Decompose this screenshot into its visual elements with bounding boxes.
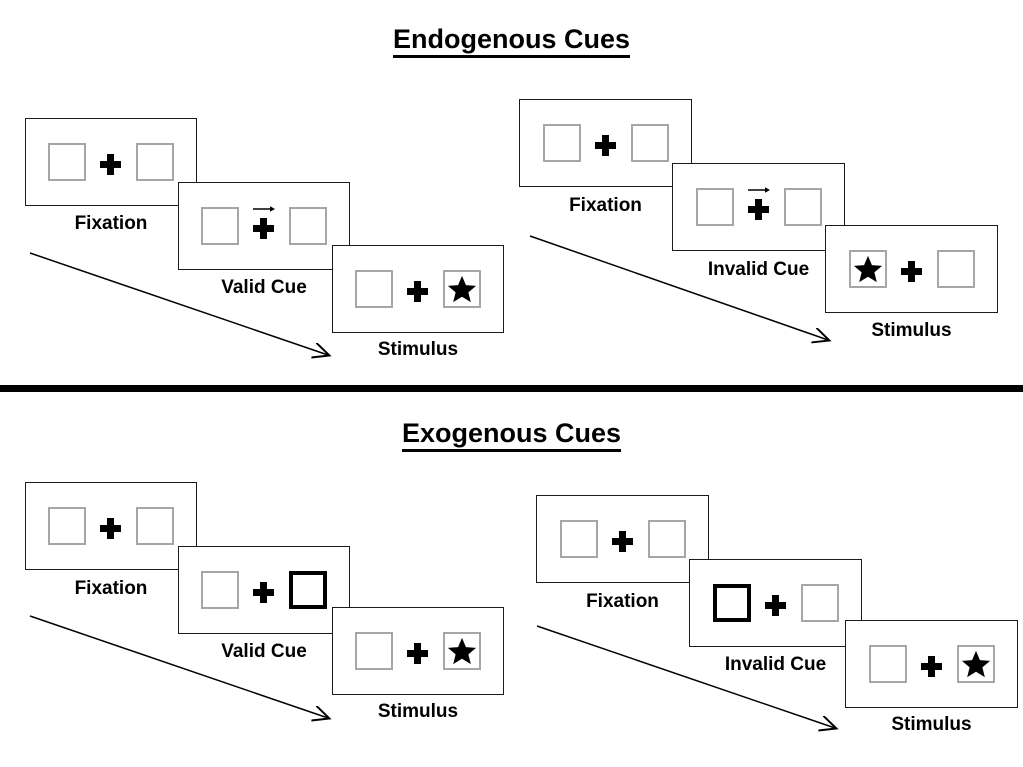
placeholder-box-left xyxy=(868,645,907,683)
section-title-exogenous-text: Exogenous Cues xyxy=(401,418,622,452)
screen-label-endogenous-valid-cue: Valid Cue xyxy=(221,277,307,298)
right-arrow-icon xyxy=(747,187,770,193)
plus-icon xyxy=(747,187,770,222)
target-box-right xyxy=(956,645,995,683)
screen-label-exogenous-valid-fixation: Fixation xyxy=(74,578,148,599)
star-icon xyxy=(447,275,477,303)
plus-icon xyxy=(253,206,275,241)
screen-exogenous-invalid-fixation xyxy=(536,495,709,583)
screen-label-endogenous-valid-stimulus: Stimulus xyxy=(377,339,459,360)
placeholder-box-left xyxy=(48,507,86,545)
section-divider xyxy=(0,385,1023,392)
screen-exogenous-valid-cue xyxy=(178,546,350,634)
screen-content xyxy=(537,496,708,582)
placeholder-box-right xyxy=(136,507,174,545)
placeholder-box-left xyxy=(542,124,581,162)
placeholder-box-left xyxy=(355,270,393,308)
screen-content xyxy=(26,119,196,205)
target-box-right xyxy=(443,632,481,670)
placeholder-box-left xyxy=(201,207,239,245)
screen-endogenous-valid-cue xyxy=(178,182,350,270)
plus-icon xyxy=(764,588,787,618)
plus-icon xyxy=(407,274,429,304)
placeholder-box-right xyxy=(289,207,327,245)
placeholder-box-right xyxy=(783,188,822,226)
plus-icon xyxy=(253,575,275,605)
target-box-right xyxy=(443,270,481,308)
screen-endogenous-invalid-fixation xyxy=(519,99,692,187)
placeholder-box-left xyxy=(695,188,734,226)
time-flow-arrow-endogenous-valid xyxy=(29,252,358,370)
screen-exogenous-valid-stimulus xyxy=(332,607,504,695)
screen-label-exogenous-valid-cue: Valid Cue xyxy=(221,641,307,662)
plus-icon xyxy=(407,636,429,666)
screen-label-exogenous-invalid-cue: Invalid Cue xyxy=(724,654,827,675)
screen-content xyxy=(179,547,349,633)
screen-exogenous-invalid-stimulus xyxy=(845,620,1018,708)
screen-exogenous-valid-fixation xyxy=(25,482,197,570)
placeholder-box-right xyxy=(630,124,669,162)
plus-icon xyxy=(900,254,923,284)
section-title-endogenous-text: Endogenous Cues xyxy=(392,24,630,58)
right-arrow-icon xyxy=(253,206,275,212)
placeholder-box-right xyxy=(136,143,174,181)
star-icon xyxy=(961,650,990,678)
screen-content xyxy=(846,621,1017,707)
star-icon xyxy=(853,255,882,283)
placeholder-box-left xyxy=(355,632,393,670)
screen-content xyxy=(826,226,997,312)
cued-box-right xyxy=(289,571,327,609)
cued-box-left xyxy=(712,584,751,622)
screen-content xyxy=(690,560,861,646)
placeholder-box-left xyxy=(559,520,598,558)
screen-content xyxy=(673,164,844,250)
time-flow-arrow-exogenous-invalid xyxy=(536,625,865,743)
screen-endogenous-invalid-cue xyxy=(672,163,845,251)
time-flow-arrow-endogenous-invalid xyxy=(529,235,858,358)
placeholder-box-left xyxy=(201,571,239,609)
screen-content xyxy=(520,100,691,186)
screen-label-endogenous-valid-fixation: Fixation xyxy=(74,213,148,234)
plus-icon xyxy=(594,128,617,158)
screen-endogenous-valid-stimulus xyxy=(332,245,504,333)
screen-content xyxy=(333,608,503,694)
star-icon xyxy=(447,637,477,665)
screen-content xyxy=(333,246,503,332)
screen-label-exogenous-valid-stimulus: Stimulus xyxy=(377,701,459,722)
plus-icon xyxy=(920,649,943,679)
target-box-left xyxy=(848,250,887,288)
plus-icon xyxy=(611,524,634,554)
screen-label-exogenous-invalid-fixation: Fixation xyxy=(586,591,659,612)
screen-endogenous-invalid-stimulus xyxy=(825,225,998,313)
screen-content xyxy=(179,183,349,269)
section-title-endogenous: Endogenous Cues xyxy=(0,24,1023,58)
plus-icon xyxy=(100,511,122,541)
screen-label-endogenous-invalid-fixation: Fixation xyxy=(569,195,642,216)
screen-label-endogenous-invalid-stimulus: Stimulus xyxy=(871,320,952,341)
screen-label-endogenous-invalid-cue: Invalid Cue xyxy=(707,259,810,280)
screen-exogenous-invalid-cue xyxy=(689,559,862,647)
placeholder-box-right xyxy=(936,250,975,288)
screen-label-exogenous-invalid-stimulus: Stimulus xyxy=(891,714,972,735)
plus-icon xyxy=(100,147,122,177)
placeholder-box-right xyxy=(800,584,839,622)
screen-content xyxy=(26,483,196,569)
placeholder-box-right xyxy=(647,520,686,558)
screen-endogenous-valid-fixation xyxy=(25,118,197,206)
time-flow-arrow-exogenous-valid xyxy=(29,615,358,733)
placeholder-box-left xyxy=(48,143,86,181)
section-title-exogenous: Exogenous Cues xyxy=(0,418,1023,452)
